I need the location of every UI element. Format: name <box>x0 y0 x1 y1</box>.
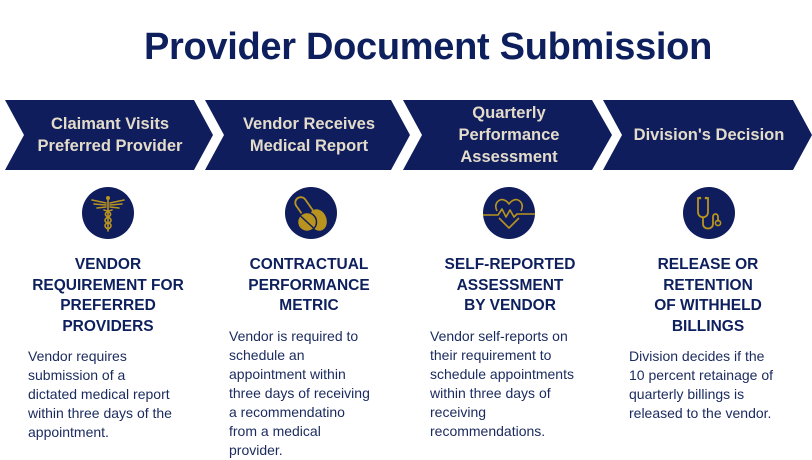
chevron-step-2 <box>205 100 410 170</box>
step-2-heading: CONTRACTUAL PERFORMANCE METRIC <box>209 255 409 317</box>
heading-line: RETENTION <box>663 276 753 294</box>
description-line: Vendor requires <box>28 348 127 364</box>
description-line: within three days of <box>430 385 551 401</box>
description-line: receiving <box>430 404 487 420</box>
description-line: released to the vendor. <box>629 405 772 421</box>
description-line: appointment. <box>28 424 109 440</box>
description-line: Vendor is required to <box>229 328 359 344</box>
heading-line: PROVIDERS <box>62 317 154 335</box>
heartbeat-icon <box>483 187 535 239</box>
caduceus-icon <box>82 187 134 239</box>
heading-line: RELEASE OR <box>657 256 759 273</box>
description-line: appointment within <box>229 366 346 382</box>
description-line: a recommendatino <box>229 404 345 420</box>
chevron-step-4 <box>603 100 812 170</box>
description-line: Vendor self-reports on <box>430 328 568 344</box>
description-line: recommendations. <box>430 423 546 439</box>
chevron-label-line: Performance <box>458 126 560 144</box>
description-line: submission of a <box>28 367 126 383</box>
chevron-label-line: Medical Report <box>249 137 369 155</box>
description-line: Division decides if the <box>629 348 765 364</box>
step-4-description: Division decides if the 10 percent retai… <box>629 347 773 423</box>
chevron-step-1 <box>5 100 213 170</box>
chevron-label-step-4: Division's Decision <box>620 100 798 170</box>
heading-line: METRIC <box>279 297 339 314</box>
description-line: provider. <box>229 442 283 458</box>
heading-line: REQUIREMENT FOR <box>32 276 184 294</box>
chevron-step-3 <box>403 100 612 170</box>
description-line: three days of receiving <box>229 385 370 401</box>
step-3-heading: SELF-REPORTED ASSESSMENT BY VENDOR <box>410 255 610 317</box>
pills-icon <box>285 187 337 239</box>
description-line: schedule an <box>229 347 305 363</box>
stethoscope-icon <box>683 187 735 239</box>
chevron-label-line: Vendor Receives <box>242 115 376 133</box>
chevron-label-line: Quarterly <box>472 104 546 122</box>
chevron-label-line: Preferred Provider <box>37 137 183 155</box>
description-line: within three days of the <box>28 405 172 421</box>
chevron-label-line: Assessment <box>460 148 558 166</box>
description-line: their requirement to <box>430 347 552 363</box>
heading-line: OF WITHHELD <box>654 297 762 314</box>
step-2-description: Vendor is required to schedule an appoin… <box>229 327 370 460</box>
chevron-label-step-1: Claimant Visits Preferred Provider <box>22 100 198 170</box>
heading-line: BILLINGS <box>671 317 745 335</box>
page-title: Provider Document Submission <box>143 26 713 68</box>
description-line: quarterly billings is <box>629 386 745 402</box>
chevron-label-line: Claimant Visits <box>51 115 169 133</box>
description-line: from a medical <box>229 423 321 439</box>
heading-line: ASSESSMENT <box>456 276 564 294</box>
heading-line: PREFERRED <box>60 297 156 314</box>
step-3-description: Vendor self-reports on their requirement… <box>430 327 574 441</box>
chevron-label-line: Division's Decision <box>633 126 785 144</box>
description-line: 10 percent retainage of <box>629 367 773 383</box>
heading-line: CONTRACTUAL <box>249 256 369 273</box>
step-4-heading: RELEASE OR RETENTION OF WITHHELD BILLING… <box>608 255 808 337</box>
chevron-label-step-3: Quarterly Performance Assessment <box>420 100 598 170</box>
heading-line: VENDOR <box>74 256 142 273</box>
heading-line: PERFORMANCE <box>248 276 370 294</box>
chevron-label-step-2: Vendor Receives Medical Report <box>222 100 396 170</box>
heading-line: SELF-REPORTED <box>444 256 576 273</box>
step-1-heading: VENDOR REQUIREMENT FOR PREFERRED PROVIDE… <box>8 255 208 337</box>
description-line: dictated medical report <box>28 386 170 402</box>
description-line: schedule appointments <box>430 366 574 382</box>
step-1-description: Vendor requires submission of a dictated… <box>28 347 172 442</box>
heading-line: BY VENDOR <box>464 297 556 314</box>
